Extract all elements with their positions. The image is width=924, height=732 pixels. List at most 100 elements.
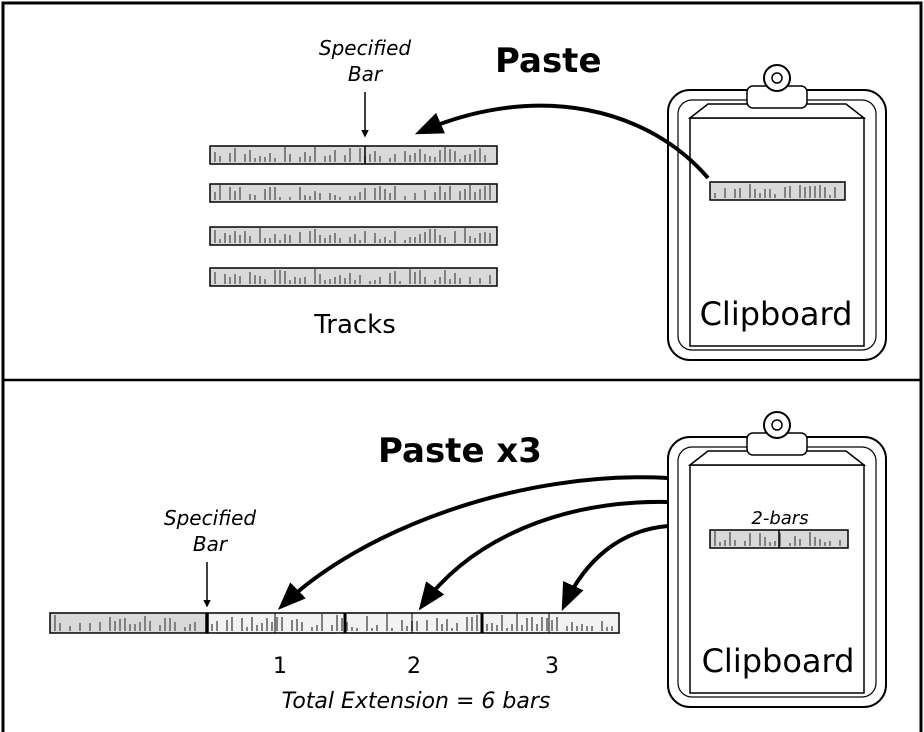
track-strip: [209, 226, 498, 246]
note-tick: [319, 235, 321, 243]
note-tick: [426, 620, 428, 631]
note-tick: [459, 278, 461, 284]
note-tick: [406, 626, 408, 631]
note-tick: [379, 239, 381, 243]
note-tick: [759, 533, 761, 546]
note-tick: [219, 185, 221, 200]
note-tick: [809, 186, 811, 198]
note-tick: [714, 193, 716, 198]
note-tick: [449, 279, 451, 284]
note-tick: [349, 273, 351, 284]
paste-number: 1: [273, 654, 287, 679]
note-tick: [304, 152, 306, 162]
paste-x3-title: Paste x3: [378, 431, 542, 471]
note-tick: [444, 192, 446, 200]
note-tick: [324, 280, 326, 284]
track-strip: [209, 183, 498, 203]
note-tick: [254, 195, 256, 200]
note-tick: [246, 627, 248, 631]
note-tick: [129, 624, 131, 631]
note-tick: [249, 194, 251, 200]
note-tick: [139, 622, 141, 631]
note-tick: [356, 628, 358, 631]
note-tick: [576, 626, 578, 631]
note-tick: [759, 193, 761, 198]
note-tick: [469, 185, 471, 200]
note-tick: [294, 277, 296, 284]
note-tick: [724, 188, 726, 198]
note-tick: [99, 622, 101, 631]
note-tick: [814, 537, 816, 546]
note-tick: [479, 233, 481, 243]
note-tick: [266, 618, 268, 631]
clip-tag: 2-bars: [751, 508, 808, 529]
total-extension: Total Extension = 6 bars: [282, 689, 551, 714]
note-tick: [291, 620, 293, 631]
note-tick: [434, 280, 436, 284]
note-tick: [359, 148, 361, 162]
clipboard-hole: [771, 72, 783, 84]
note-tick: [254, 275, 256, 284]
note-tick: [249, 272, 251, 284]
note-tick: [351, 627, 353, 631]
note-tick: [469, 154, 471, 162]
note-tick: [289, 235, 291, 243]
note-tick: [354, 196, 356, 200]
specified-bar-label-bottom-2: Bar: [193, 532, 229, 556]
note-tick: [374, 280, 376, 284]
note-tick: [229, 235, 231, 243]
note-tick: [214, 192, 216, 200]
note-tick: [379, 156, 381, 162]
note-tick: [251, 617, 253, 631]
note-tick: [486, 624, 488, 631]
note-tick: [794, 536, 796, 546]
note-tick: [531, 617, 533, 631]
clipboard-clip-base: [687, 103, 867, 119]
note-tick: [446, 619, 448, 631]
note-tick: [349, 196, 351, 200]
note-tick: [284, 234, 286, 243]
clipboard-label: Clipboard: [700, 295, 853, 333]
note-tick: [784, 187, 786, 198]
note-tick: [474, 238, 476, 243]
note-tick: [389, 273, 391, 284]
note-tick: [424, 190, 426, 200]
note-tick: [234, 231, 236, 243]
note-tick: [526, 618, 528, 631]
note-tick: [346, 622, 348, 631]
note-tick: [289, 154, 291, 162]
note-tick: [389, 193, 391, 200]
note-tick: [389, 240, 391, 243]
curved-arrow-icon: [414, 103, 710, 180]
note-tick: [479, 278, 481, 284]
note-tick: [319, 274, 321, 284]
note-tick: [516, 614, 518, 631]
note-tick: [109, 617, 111, 631]
note-tick: [386, 614, 388, 631]
note-tick: [264, 157, 266, 162]
note-tick: [134, 624, 136, 631]
extended-track: [49, 612, 620, 634]
note-tick: [364, 188, 366, 200]
note-tick: [439, 235, 441, 243]
note-tick: [224, 274, 226, 284]
note-tick: [241, 618, 243, 631]
note-tick: [454, 151, 456, 162]
note-tick: [459, 159, 461, 162]
note-tick: [714, 531, 716, 546]
note-tick: [339, 197, 341, 200]
curved-arrow-icon: [277, 475, 669, 610]
note-tick: [749, 533, 751, 546]
note-tick: [244, 231, 246, 243]
note-tick: [409, 269, 411, 284]
note-tick: [436, 618, 438, 631]
note-tick: [469, 236, 471, 243]
note-tick: [444, 147, 446, 162]
note-tick: [331, 625, 333, 631]
note-tick: [324, 238, 326, 243]
note-tick: [279, 270, 281, 284]
specified-bar-label-bottom: Specified: [164, 506, 256, 530]
note-tick: [379, 186, 381, 200]
note-tick: [739, 188, 741, 198]
